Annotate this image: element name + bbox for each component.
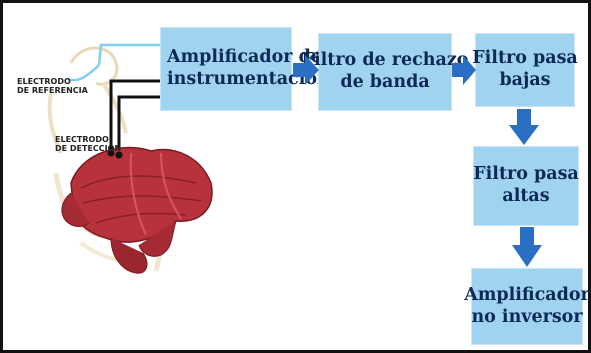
detection-label-line-1: Electrodo	[55, 135, 109, 144]
node-amplificador-instrumentacion: Amplificador de instrumentación	[160, 27, 330, 111]
arrow-right-1	[293, 55, 319, 85]
node-line: Filtro pasa	[473, 164, 579, 185]
muscle-shape	[70, 146, 213, 243]
node-filtro-pasa-bajas: Filtro pasa bajas	[472, 33, 578, 107]
reference-electrode-label: Electrodo de Referencia	[17, 77, 88, 95]
node-filtro-pasa-altas: Filtro pasa altas	[473, 146, 579, 226]
node-filtro-rechazo-banda: Filtro de rechazo de banda	[302, 33, 468, 111]
muscle-illustration	[47, 43, 213, 274]
reference-label-line-2: de Referencia	[17, 86, 88, 96]
node-line: Amplificador de	[167, 47, 322, 68]
node-line: de banda	[340, 72, 430, 92]
arrow-down-1	[509, 109, 539, 145]
node-line: Filtro pasa	[472, 48, 578, 69]
detection-electrode-label: Electrodo de Detección	[55, 135, 121, 153]
node-line: bajas	[499, 70, 551, 90]
node-line: altas	[502, 186, 550, 206]
node-line: Amplificador	[464, 284, 590, 305]
detection-wire	[109, 79, 169, 151]
arrow-right-2	[452, 55, 476, 85]
node-line: Filtro de rechazo	[301, 50, 469, 71]
node-line: no inversor	[471, 306, 583, 327]
reference-wire	[97, 43, 166, 66]
node-amplificador-no-inversor: Amplificador no inversor	[464, 268, 590, 345]
reference-label-line-1: Electrodo	[17, 77, 71, 86]
node-line: instrumentación	[167, 69, 330, 89]
detection-label-line-2: de Detección	[55, 144, 122, 154]
arrow-down-2	[512, 227, 542, 267]
